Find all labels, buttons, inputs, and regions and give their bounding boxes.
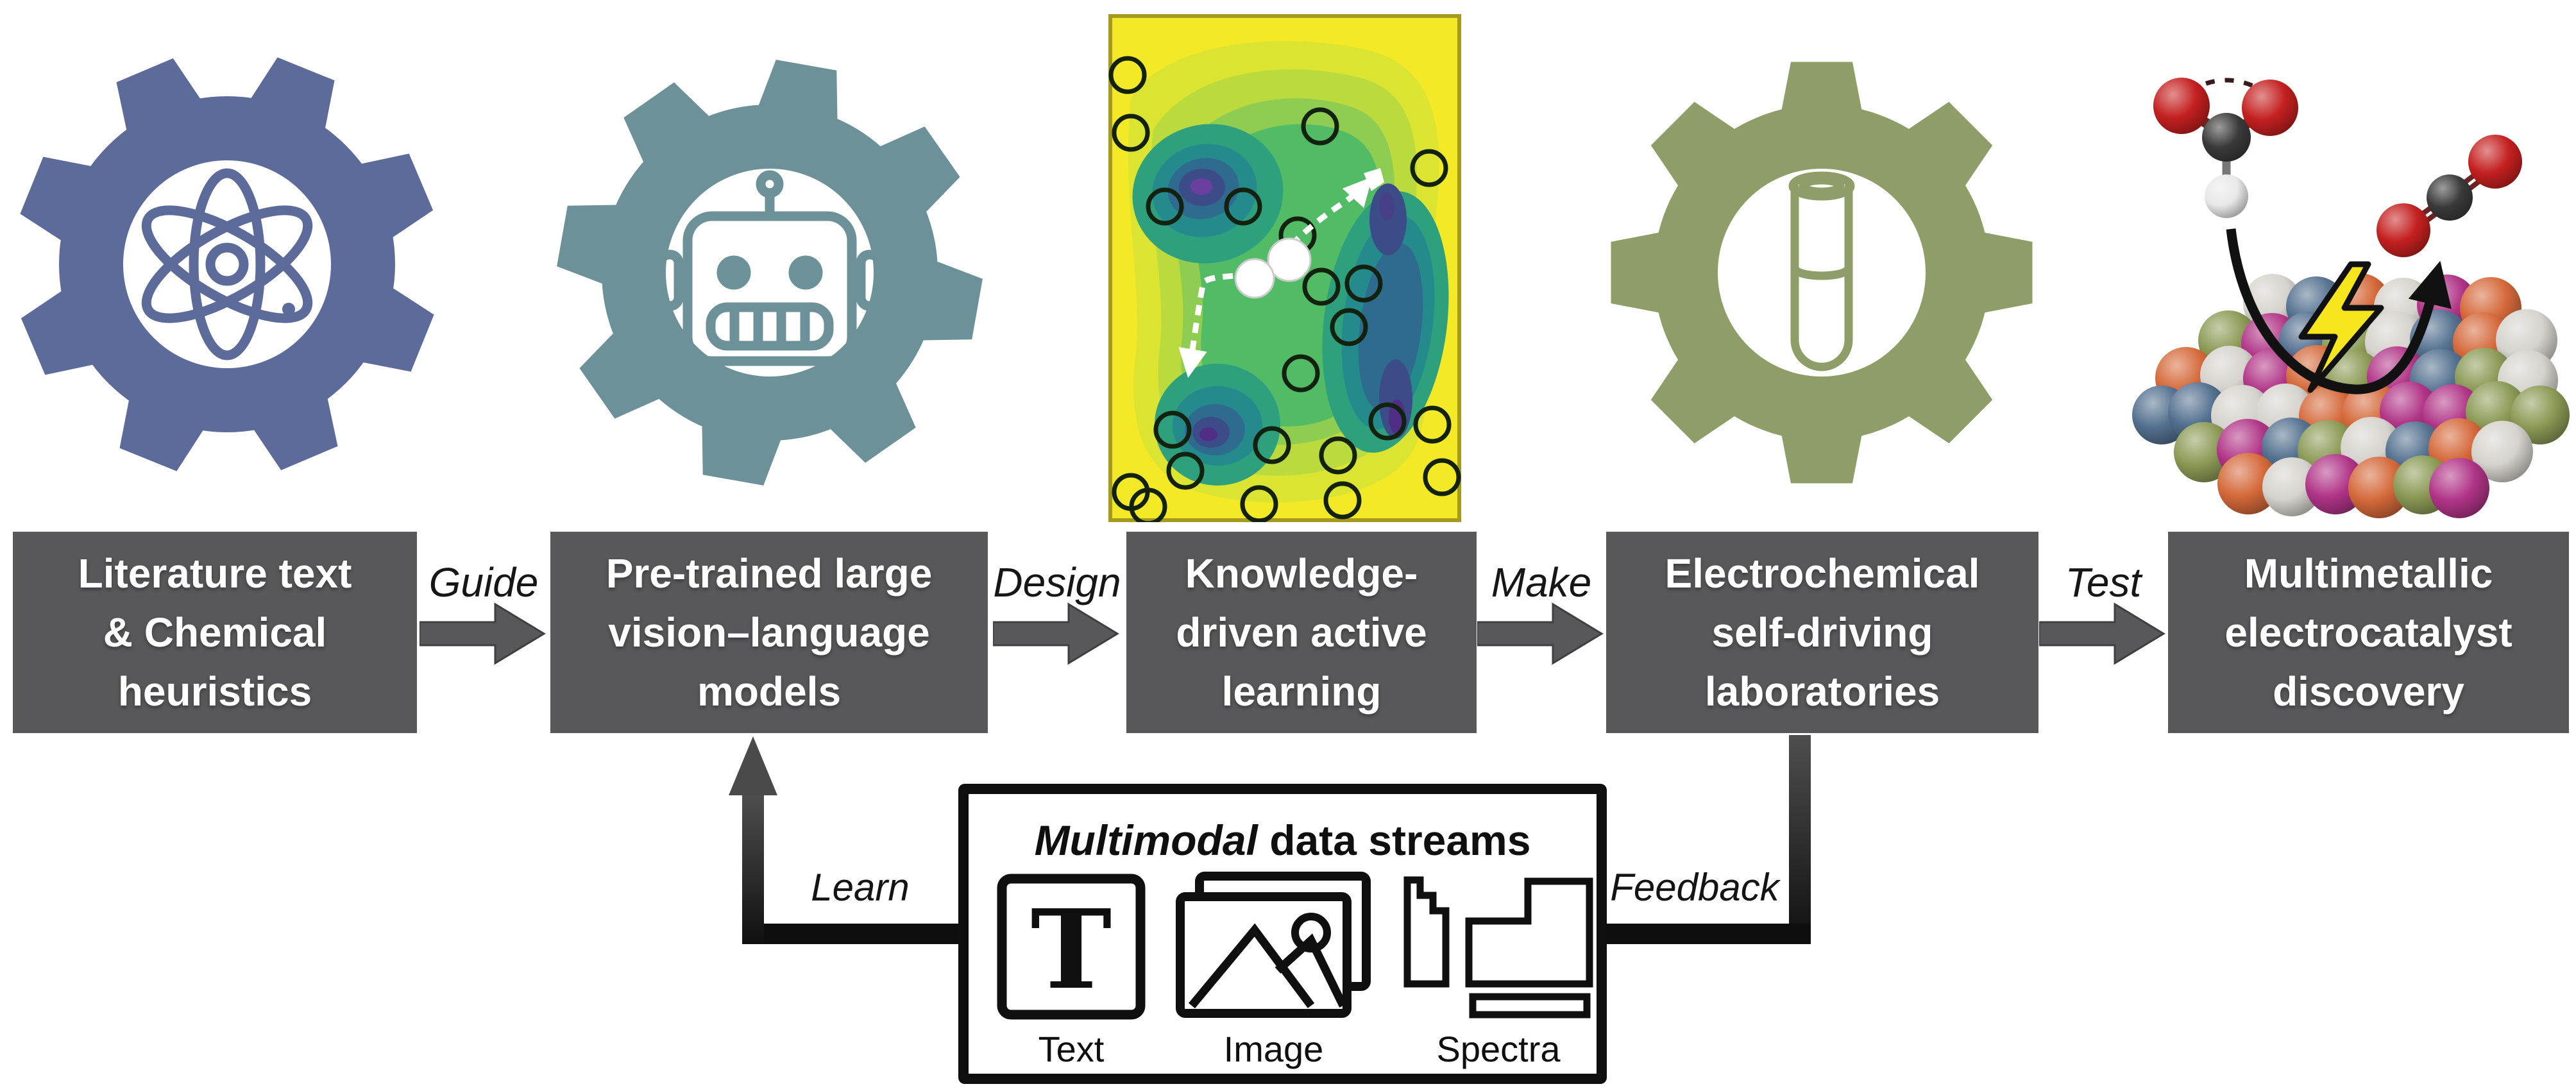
- spectra-icon: [1403, 876, 1593, 1019]
- test-tube-gear-icon: [1611, 62, 2033, 484]
- co2-molecule: [2377, 135, 2522, 257]
- contour-sample-points: [1108, 56, 1461, 522]
- atom-gear-icon: [20, 57, 434, 471]
- test-tube-icon: [1788, 171, 1855, 371]
- stage-label-line: laboratories: [1704, 668, 1940, 715]
- connector-label-design: Design: [993, 559, 1121, 605]
- stage-label-line: & Chemical: [103, 609, 327, 655]
- current-samples: [1234, 168, 1384, 299]
- arrow-right-icon: [419, 602, 546, 665]
- connector-label-test: Test: [2065, 559, 2142, 605]
- feedback-label: Feedback: [1610, 866, 1779, 909]
- stage-label-line: models: [697, 668, 842, 715]
- multimodal-data-streams-panel: Multimodal data streams T Text Image Spe…: [958, 784, 1607, 1084]
- stage-box-vlm: Pre-trained large vision–language models: [550, 532, 988, 733]
- caption-spectra: Spectra: [1436, 1029, 1561, 1069]
- caption-image: Image: [1223, 1029, 1324, 1069]
- caption-text: Text: [1038, 1029, 1105, 1069]
- multimodal-title-rest: data streams: [1257, 816, 1531, 864]
- learn-arrow-shaft: [742, 794, 764, 944]
- stage-label-line: Pre-trained large: [606, 550, 933, 596]
- formate-molecule: [2153, 78, 2298, 218]
- arrow-right-icon: [2039, 602, 2165, 665]
- stage-label-line: self-driving: [1711, 609, 1933, 655]
- optimization-paths: [1178, 176, 1373, 378]
- stage-label-line: Literature text: [78, 550, 352, 596]
- text-icon: T: [997, 874, 1146, 1020]
- stage-box-self-driving-lab: Electrochemical self-driving laboratorie…: [1606, 532, 2038, 733]
- stage-label-line: discovery: [2273, 668, 2464, 715]
- learn-arrowhead-icon: [729, 736, 777, 795]
- contour-plot: [1108, 14, 1461, 522]
- reaction-arrow: [2226, 228, 2452, 394]
- feedback-line-horizontal: [1598, 924, 1811, 944]
- arrow-right-icon: [1477, 602, 1604, 665]
- learn-label: Learn: [811, 866, 910, 909]
- connector-label-make: Make: [1491, 559, 1592, 605]
- lightning-bolt-icon: [2298, 261, 2384, 393]
- stage-label-line: electrocatalyst: [2224, 609, 2512, 655]
- learn-line-horizontal: [742, 924, 969, 944]
- stage-label-line: driven active: [1176, 609, 1427, 655]
- multimodal-title: Multimodal data streams: [969, 816, 1597, 865]
- robot-icon: [656, 170, 884, 366]
- stage-label-line: heuristics: [117, 668, 312, 715]
- stage-label-line: vision–language: [608, 609, 930, 655]
- stage-label-line: learning: [1221, 668, 1382, 715]
- arrow-right-icon: [993, 602, 1119, 665]
- connector-label-guide: Guide: [428, 559, 539, 605]
- stage-box-literature: Literature text & Chemical heuristics: [13, 532, 417, 733]
- feedback-line-vertical: [1789, 735, 1811, 944]
- atom-icon: [141, 168, 313, 360]
- stage-label-line: Multimetallic: [2244, 550, 2493, 596]
- multimodal-title-emphasis: Multimodal: [1034, 816, 1258, 864]
- stage-box-discovery: Multimetallic electrocatalyst discovery: [2168, 532, 2569, 733]
- robot-gear-icon: [557, 60, 983, 486]
- catalyst-cluster: [2132, 78, 2570, 518]
- stage-label-line: Electrochemical: [1665, 550, 1980, 596]
- image-icon: [1176, 872, 1371, 1018]
- stage-box-active-learning: Knowledge- driven active learning: [1126, 532, 1477, 733]
- svg-text:T: T: [1031, 886, 1112, 1014]
- stage-label-line: Knowledge-: [1185, 550, 1418, 596]
